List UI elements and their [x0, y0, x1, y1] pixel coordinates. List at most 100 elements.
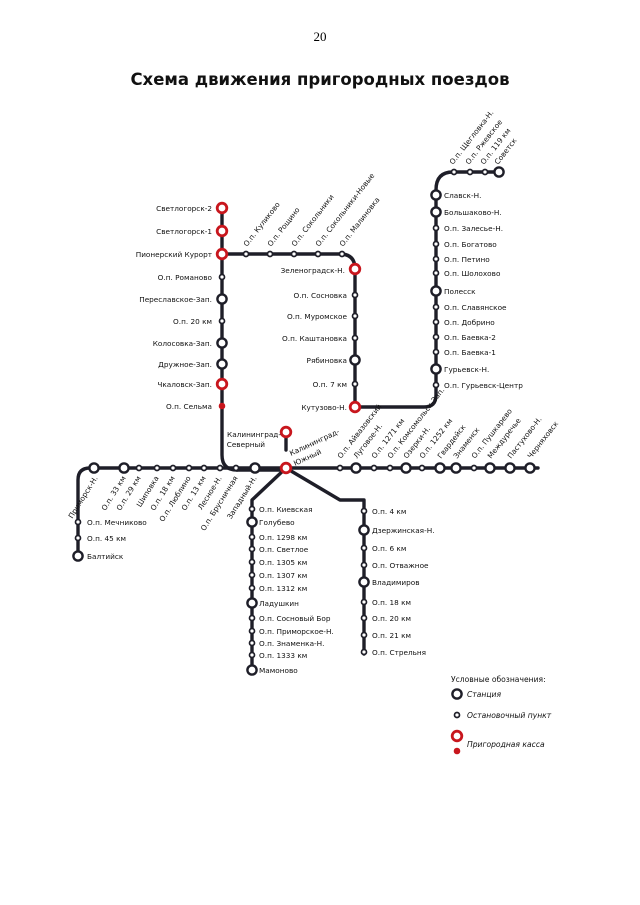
marker-op-1305-км: [248, 558, 256, 566]
marker-колосовка-зап: [216, 337, 228, 349]
marker-гурьевск-н: [430, 363, 442, 375]
label-мамоново: Мамоново: [259, 666, 298, 675]
marker-op-залесье-н: [432, 224, 440, 232]
marker-светлогорск-2: [215, 201, 229, 215]
label-op-21-км: О.п. 21 км: [372, 631, 411, 640]
label-гурьевск-н: Гурьевск-Н.: [444, 365, 489, 374]
marker-op-7-км: [351, 380, 359, 388]
label-op-приморское-н: О.п. Приморское-Н.: [259, 627, 334, 636]
label-op-6-км: О.п. 6 км: [372, 544, 406, 553]
label-op-сокольники: О.п. Сокольники: [289, 192, 335, 248]
label-op-20-км: О.п. 20 км: [372, 614, 411, 623]
label-дзержинская-н: Дзержинская-Н.: [372, 526, 435, 535]
label-op-20-км: О.п. 20 км: [173, 317, 212, 326]
label-дружное-зап: Дружное-Зап.: [158, 360, 212, 369]
marker-op-светлое: [248, 545, 256, 553]
marker-владимиров: [358, 576, 370, 588]
marker-op-1333-км: [248, 651, 256, 659]
label-op-баевка-1: О.п. Баевка-1: [444, 348, 496, 357]
marker-op-пушкарево: [470, 464, 478, 472]
marker-op-1271-км: [370, 464, 378, 472]
label-op-залесье-н: О.п. Залесье-Н.: [444, 224, 503, 233]
marker-op-баевка-2: [432, 333, 440, 341]
label-полесск: Полесск: [444, 287, 476, 296]
legend-station-label: Станция: [467, 690, 501, 699]
diagram-title: Схема движения пригородных поездов: [130, 70, 510, 89]
label-приморск-н: Приморск-Н.: [66, 474, 99, 520]
marker-op-петино: [432, 255, 440, 263]
label-op-романово: О.п. Романово: [158, 273, 213, 282]
label-калининград: Калининград-: [227, 430, 281, 439]
marker-op-сокольники: [290, 250, 298, 258]
marker-голубево: [246, 516, 258, 528]
label-зеленоградск-н: Зеленоградск-Н.: [281, 266, 345, 275]
label-владимиров: Владимиров: [372, 578, 420, 587]
marker-op-4-км: [360, 507, 368, 515]
label-op-гурьевск-центр: О.п. Гурьевск-Центр: [444, 381, 523, 390]
label-op-стрельня: О.п. Стрельня: [372, 648, 426, 657]
label-op-мечниково: О.п. Мечниково: [87, 518, 147, 527]
label-op-славянское: О.п. Славянское: [444, 303, 507, 312]
legend-heading: Условные обозначения:: [451, 675, 546, 684]
label-op-муромское: О.п. Муромское: [287, 312, 348, 321]
marker-приморск-н: [88, 462, 100, 474]
legend-ticket-office-station-symbol: [450, 729, 464, 743]
marker-славск-н: [430, 189, 442, 201]
marker-калининград-северный: [279, 425, 293, 439]
marker-op-куликово: [242, 250, 250, 258]
label-op-сосновка: О.п. Сосновка: [294, 291, 347, 300]
marker-op-сосновка: [351, 291, 359, 299]
marker-пастухово-н: [504, 462, 516, 474]
marker-op-29-км: [135, 464, 143, 472]
marker-знаменск: [450, 462, 462, 474]
marker-лесное-н: [216, 464, 224, 472]
label-ладушкин: Ладушкин: [259, 599, 299, 608]
marker-op-приморское-н: [248, 627, 256, 635]
marker-западный-н: [249, 462, 261, 474]
marker-op-гурьевск-центр: [432, 381, 440, 389]
label-балтийск: Балтийск: [87, 552, 124, 561]
marker-междуречье: [484, 462, 496, 474]
label-severny-2: Северный: [227, 440, 266, 449]
marker-op-славянское: [432, 303, 440, 311]
label-светлогорск-2: Светлогорск-2: [156, 204, 212, 213]
marker-op-брусничная: [232, 464, 240, 472]
marker-op-45-км: [74, 534, 82, 542]
marker-op-отважное: [360, 561, 368, 569]
station-markers: [72, 166, 536, 676]
marker-op-богатово: [432, 240, 440, 248]
label-op-каштановка: О.п. Каштановка: [282, 334, 347, 343]
marker-op-сокольники-новые: [314, 250, 322, 258]
marker-переславское-зап: [216, 293, 228, 305]
label-op-4-км: О.п. 4 км: [372, 507, 406, 516]
marker-op-добрино: [432, 318, 440, 326]
marker-дзержинская-н: [358, 524, 370, 536]
label-op-сельма: О.п. Сельма: [166, 402, 212, 411]
marker-мамоново: [246, 664, 258, 676]
legend-station-symbol: [451, 688, 463, 700]
marker-балтийск: [72, 550, 84, 562]
label-кутузово-н: Кутузово-Н.: [301, 403, 347, 412]
label-op-1307-км: О.п. 1307 км: [259, 571, 307, 580]
marker-большаково-н: [430, 206, 442, 218]
marker-op-мечниково: [74, 518, 82, 526]
marker-рябиновка: [349, 354, 361, 366]
label-большаково-н: Большаково-Н.: [444, 208, 502, 217]
marker-op-1307-км: [248, 571, 256, 579]
legend-ticket-office-stop-symbol: [453, 747, 461, 755]
marker-op-рощино: [266, 250, 274, 258]
marker-полесск: [430, 285, 442, 297]
marker-op-18-км: [360, 598, 368, 606]
label-переславское-зап: Переславское-Зап.: [139, 295, 212, 304]
marker-op-сосновый-бор: [248, 614, 256, 622]
marker-op-шолохово: [432, 269, 440, 277]
marker-светлогорск-1: [215, 224, 229, 238]
marker-пионерский-курорт: [215, 247, 229, 261]
marker-калининград-южный: [279, 461, 293, 475]
marker-черняховск: [524, 462, 536, 474]
marker-чкаловск-зап: [215, 377, 229, 391]
page-number: 20: [313, 29, 327, 44]
label-славск-н: Славск-Н.: [444, 191, 481, 200]
